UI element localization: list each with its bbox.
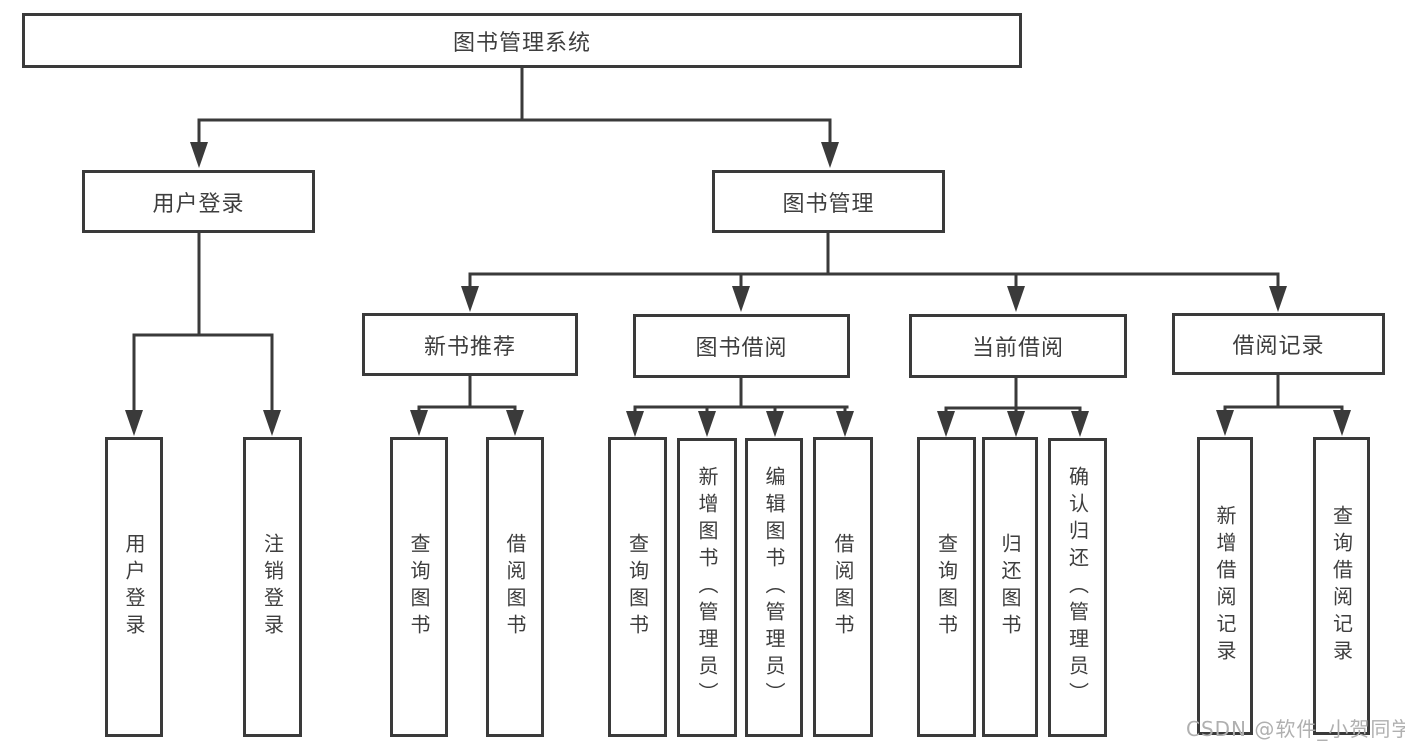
node-edit-book-admin: 编辑图书（管理员） [745, 438, 803, 737]
node-add-book-admin: 新增图书（管理员） [677, 438, 737, 737]
node-return-book: 归还图书 [982, 437, 1038, 737]
node-book-borrowing: 图书借阅 [633, 314, 850, 378]
arrowhead-down-icon [410, 410, 428, 436]
arrowhead-down-icon [1333, 410, 1351, 436]
arrowhead-down-icon [821, 142, 839, 168]
node-query-book-1: 查询图书 [390, 437, 448, 737]
arrowhead-down-icon [263, 410, 281, 436]
arrowhead-down-icon [461, 286, 479, 312]
arrowhead-down-icon [1269, 286, 1287, 312]
node-current-borrowing: 当前借阅 [909, 314, 1127, 378]
node-new-book-recommendation: 新书推荐 [362, 313, 578, 376]
arrowhead-down-icon [125, 410, 143, 436]
node-label-add-borrow-record: 新增借阅记录 [1213, 505, 1237, 667]
node-label-book-management: 图书管理 [782, 191, 875, 217]
watermark-text: CSDN @软件_小贺同学 [1186, 717, 1405, 741]
arrowhead-down-icon [190, 142, 208, 168]
node-book-management: 图书管理 [712, 170, 945, 233]
node-label-system: 图书管理系统 [452, 30, 591, 56]
arrowhead-down-icon [698, 411, 716, 437]
arrowhead-down-icon [836, 411, 854, 437]
node-label-edit-book-admin: 编辑图书（管理员） [762, 466, 786, 709]
node-label-new-book-recommendation: 新书推荐 [423, 334, 516, 360]
node-query-borrow-record: 查询借阅记录 [1313, 437, 1370, 735]
arrowhead-down-icon [1007, 411, 1025, 437]
node-label-query-borrow-record: 查询借阅记录 [1329, 505, 1354, 667]
arrowhead-down-icon [937, 411, 955, 437]
arrowhead-down-icon [1216, 410, 1234, 436]
node-confirm-return-admin: 确认归还（管理员） [1048, 438, 1107, 737]
node-borrow-book-2: 借阅图书 [813, 437, 873, 737]
node-label-add-book-admin: 新增图书（管理员） [695, 466, 719, 709]
node-label-borrow-book-1: 借阅图书 [503, 533, 527, 641]
node-label-borrow-book-2: 借阅图书 [831, 533, 855, 641]
node-borrow-book-1: 借阅图书 [486, 437, 544, 737]
node-user-login-group: 用户登录 [82, 170, 315, 233]
node-system: 图书管理系统 [22, 13, 1022, 68]
node-borrowing-records: 借阅记录 [1172, 313, 1385, 375]
node-label-user-login-group: 用户登录 [152, 191, 245, 217]
node-query-book-3: 查询图书 [917, 437, 976, 737]
node-label-return-book: 归还图书 [998, 533, 1022, 641]
node-logout: 注销登录 [243, 437, 302, 737]
arrowhead-down-icon [506, 410, 524, 436]
arrowhead-down-icon [1071, 411, 1089, 437]
node-label-borrowing-records: 借阅记录 [1232, 334, 1325, 359]
node-label-user-login: 用户登录 [122, 533, 146, 641]
node-add-borrow-record: 新增借阅记录 [1197, 437, 1253, 735]
node-label-current-borrowing: 当前借阅 [971, 336, 1064, 361]
node-label-query-book-3: 查询图书 [934, 533, 959, 641]
node-label-query-book-2: 查询图书 [625, 533, 650, 641]
node-label-book-borrowing: 图书借阅 [695, 336, 788, 361]
node-label-confirm-return-admin: 确认归还（管理员） [1065, 466, 1090, 709]
node-user-login: 用户登录 [105, 437, 163, 737]
arrowhead-down-icon [1007, 286, 1025, 312]
node-query-book-2: 查询图书 [608, 437, 667, 737]
arrowhead-down-icon [732, 286, 750, 312]
arrowhead-down-icon [626, 411, 644, 437]
node-label-query-book-1: 查询图书 [407, 533, 431, 641]
arrowhead-down-icon [766, 411, 784, 437]
node-label-logout: 注销登录 [260, 533, 285, 641]
